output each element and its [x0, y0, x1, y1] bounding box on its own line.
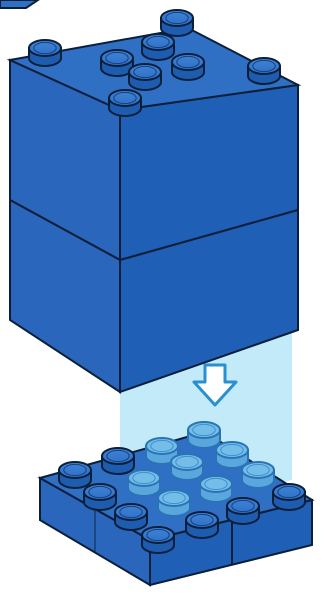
stud — [109, 90, 141, 116]
stud — [186, 512, 218, 538]
stud — [171, 454, 203, 480]
partial-brick-top-left — [0, 0, 38, 8]
stud — [129, 64, 161, 90]
stud — [248, 58, 280, 84]
stud — [84, 484, 116, 510]
stud — [29, 40, 61, 66]
stud — [188, 422, 220, 448]
stud — [200, 476, 232, 502]
stud — [216, 442, 248, 468]
stud — [273, 484, 305, 510]
stud — [161, 10, 193, 36]
stud — [172, 54, 204, 80]
stud — [242, 462, 274, 488]
stud — [128, 470, 160, 496]
stud — [142, 527, 174, 553]
stud — [158, 490, 190, 516]
stud — [227, 498, 259, 524]
stud — [115, 504, 147, 530]
stud — [102, 448, 134, 474]
stud — [59, 462, 91, 488]
stud — [142, 34, 174, 60]
